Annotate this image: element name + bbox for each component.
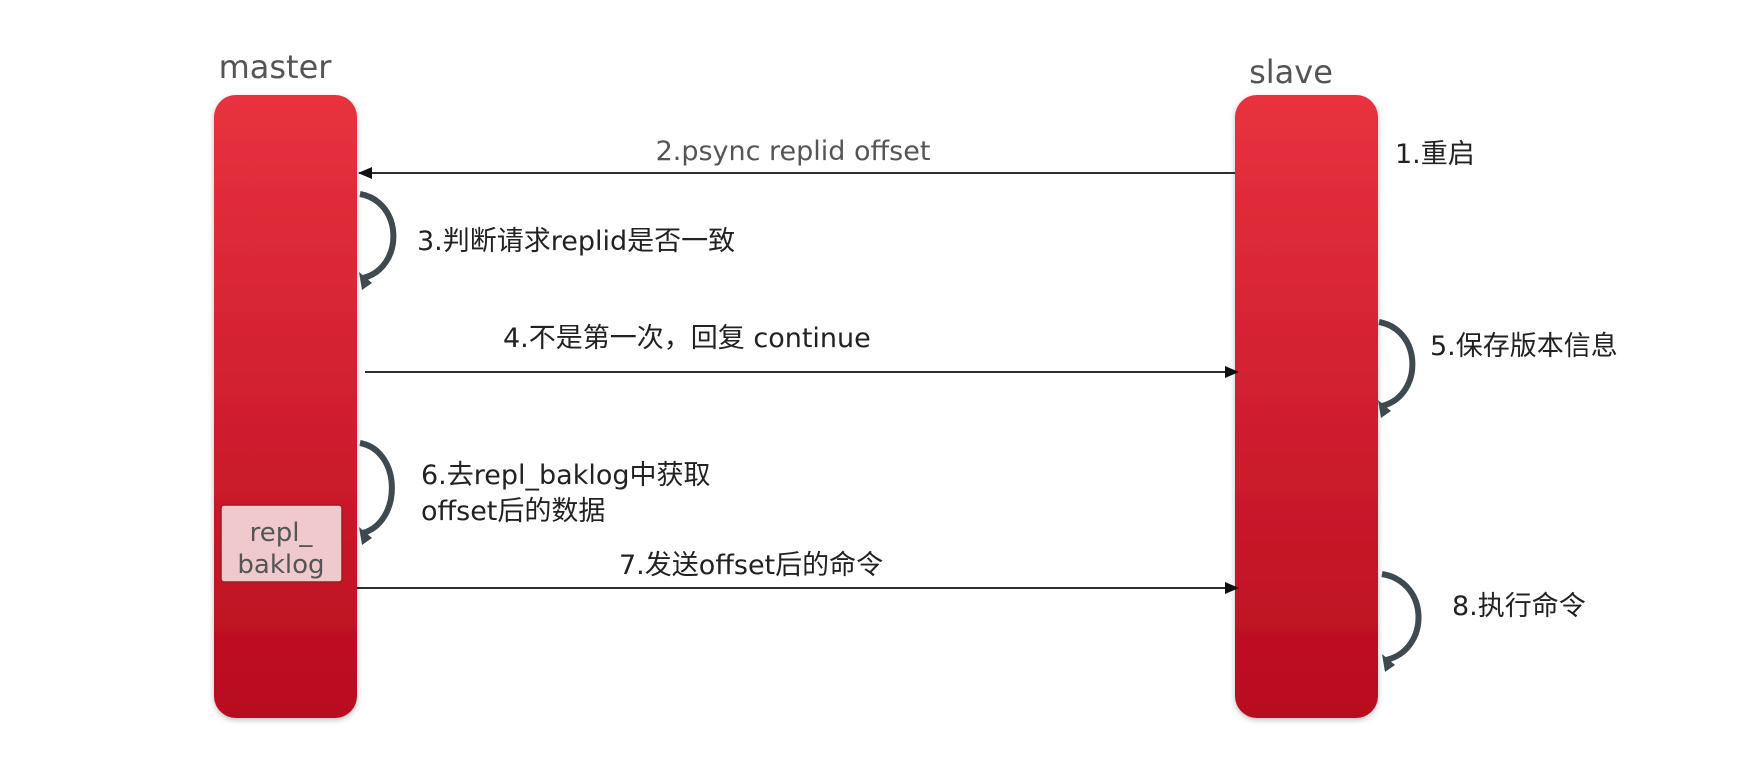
step-5-label: 5.保存版本信息 (1430, 331, 1618, 362)
step-4-label: 4.不是第一次，回复 continue (503, 323, 871, 354)
master-lane (214, 95, 357, 718)
step-8-self-arrow (1381, 571, 1422, 663)
slave-lane (1235, 95, 1378, 718)
step-5-self-arrow (1378, 319, 1416, 409)
step-3-self-arrow (359, 191, 397, 281)
slave-lane-title: slave (1249, 53, 1333, 91)
step-8-label: 8.执行命令 (1452, 591, 1586, 622)
step-3-self-arrow-head (359, 272, 372, 290)
step-6-self-arrow-head (359, 527, 372, 545)
step-6-self-arrow (359, 440, 395, 536)
master-lane-title: master (219, 48, 333, 86)
step-1-label: 1.重启 (1395, 139, 1475, 170)
buffer-label-line1: repl_ (250, 518, 314, 548)
step-6-label-line1: 6.去repl_baklog中获取 (421, 460, 711, 491)
repl-baklog-buffer (220, 504, 343, 583)
step-2-label: 2.psync replid offset (656, 136, 931, 167)
step-8-self-arrow-head (1382, 654, 1395, 672)
step-3-label: 3.判断请求replid是否一致 (417, 226, 735, 257)
buffer-label-line2: baklog (237, 550, 324, 580)
step-7-label: 7.发送offset后的命令 (619, 550, 883, 581)
step-6-label-line2: offset后的数据 (421, 496, 605, 527)
step-5-self-arrow-head (1378, 400, 1391, 418)
